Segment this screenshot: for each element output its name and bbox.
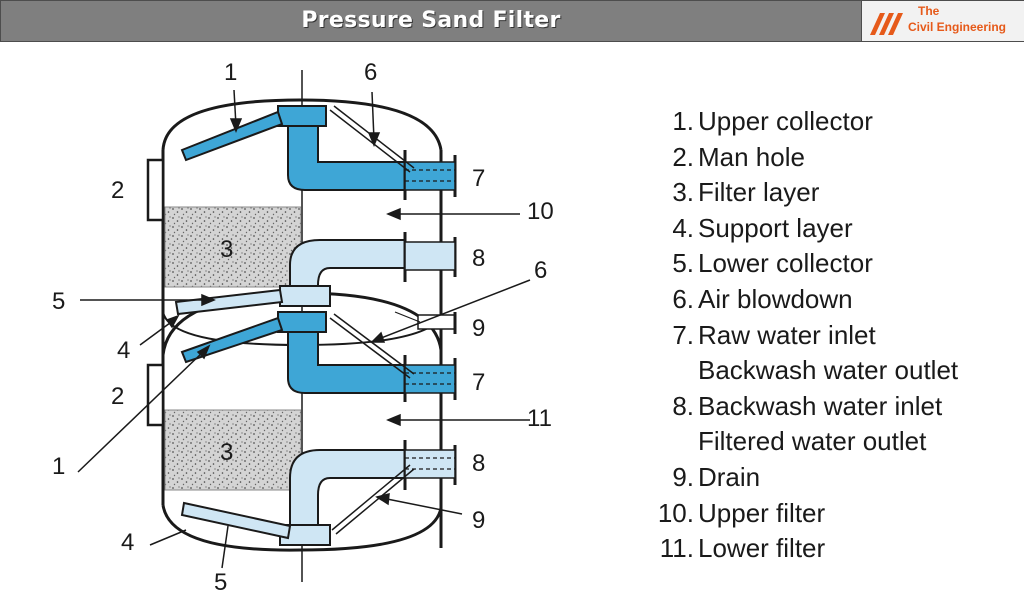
label-lower-filter: 11 [527,405,552,432]
label-lower-collector-top: 5 [52,288,65,315]
title-bar: Pressure Sand Filter The Civil Engineeri… [0,0,1024,42]
legend-item: Filtered water outlet [698,426,927,457]
legend-item: 1.Upper collector [672,106,873,136]
label-support-layer-bottom: 4 [121,529,134,556]
site-logo: The Civil Engineering [861,1,1024,41]
label-air-blowdown-mid: 6 [534,257,547,284]
upper-outlet-pipe [174,232,457,334]
label-filter-layer-bottom: 3 [220,439,233,466]
legend-item: 2.Man hole [672,141,805,172]
logo-text-the: The [918,4,940,18]
legend-item: Backwash water outlet [698,355,959,386]
label-filter-layer-top: 3 [220,236,233,263]
label-lower-collector-bottom: 5 [214,569,227,596]
legend-item: 9.Drain [672,461,761,492]
legend: 1.Upper collector 2.Man hole 3.Filter la… [636,104,958,567]
label-upper-collector-bottom: 1 [52,453,65,480]
label-backwash-inlet-top: 8 [472,245,485,272]
label-man-hole-bottom: 2 [111,383,124,410]
legend-item: 5.Lower collector [672,248,873,279]
man-hole-lower [146,363,165,427]
legend-item: 3.Filter layer [672,177,820,208]
logo-text-name: Civil Engineering [908,20,1007,34]
legend-item: 8.Backwash water inlet [672,390,943,421]
filter-layer-lower [164,409,302,491]
label-support-layer-top: 4 [117,337,130,364]
legend-item: 10.Upper filter [657,497,826,528]
legend-item: 6.Air blowdown [672,283,853,314]
label-raw-inlet-top: 7 [472,165,485,192]
label-drain-bottom: 9 [472,507,485,534]
label-raw-inlet-bottom: 7 [472,369,485,396]
man-hole-upper [146,158,165,222]
label-upper-filter: 10 [527,198,554,225]
legend-item: 11.Lower filter [659,533,826,564]
label-air-blowdown-top: 6 [364,59,377,86]
label-man-hole-top: 2 [111,177,124,204]
filter-diagram: 1 6 2 7 10 3 8 6 5 9 4 2 7 11 1 3 8 9 4 … [52,59,554,596]
logo-stripes-icon [870,13,903,35]
label-drain-top: 9 [472,315,485,342]
legend-item: 7.Raw water inlet [672,319,876,350]
upper-inlet-pipe [180,105,457,200]
leader-lines [77,89,531,569]
label-backwash-inlet-bottom: 8 [472,450,485,477]
label-upper-collector-top: 1 [224,59,237,86]
legend-item: 4.Support layer [672,212,853,243]
lower-outlet-pipe [180,440,457,546]
page-title: Pressure Sand Filter [301,8,561,33]
